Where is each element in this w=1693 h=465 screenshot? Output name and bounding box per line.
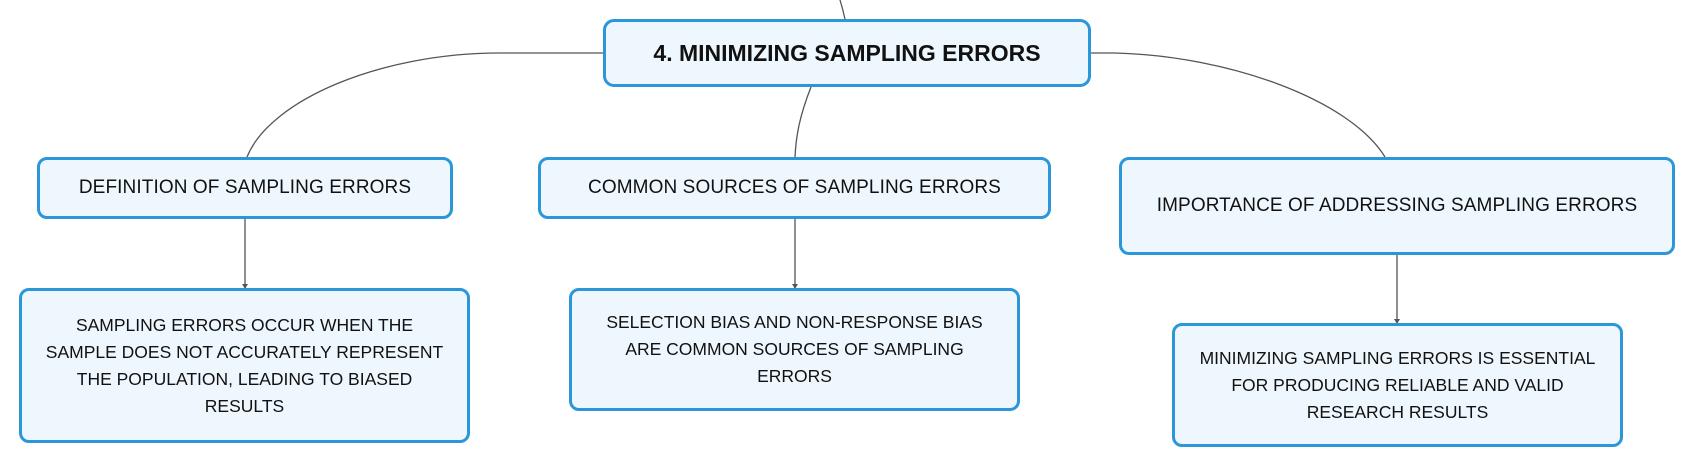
- importance-detail-node[interactable]: MINIMIZING SAMPLING ERRORS IS ESSENTIAL …: [1172, 323, 1623, 447]
- arrowhead-definition-detail: [242, 284, 248, 289]
- importance-detail-text: MINIMIZING SAMPLING ERRORS IS ESSENTIAL …: [1199, 347, 1596, 422]
- definition-detail-node[interactable]: SAMPLING ERRORS OCCUR WHEN THE SAMPLE DO…: [19, 288, 470, 443]
- definition-topic-node[interactable]: DEFINITION OF SAMPLING ERRORS: [37, 157, 453, 219]
- connector-root-to-sources: [794, 86, 812, 158]
- importance-topic-label: IMPORTANCE OF ADDRESSING SAMPLING ERRORS: [1156, 195, 1638, 216]
- definition-detail-text: SAMPLING ERRORS OCCUR WHEN THE SAMPLE DO…: [45, 314, 444, 416]
- connector-parent-to-root: [839, 0, 846, 20]
- importance-topic-node[interactable]: IMPORTANCE OF ADDRESSING SAMPLING ERRORS: [1119, 157, 1675, 255]
- connector-root-to-definition: [246, 52, 603, 158]
- sources-detail-node[interactable]: SELECTION BIAS AND NON-RESPONSE BIAS ARE…: [569, 288, 1020, 411]
- definition-topic-label: DEFINITION OF SAMPLING ERRORS: [78, 177, 412, 198]
- sources-detail-text: SELECTION BIAS AND NON-RESPONSE BIAS ARE…: [606, 312, 983, 386]
- connector-root-to-importance: [1091, 52, 1386, 158]
- arrowhead-importance-detail: [1394, 319, 1400, 324]
- root-topic-label: 4. MINIMIZING SAMPLING ERRORS: [653, 39, 1041, 66]
- arrowhead-sources-detail: [792, 284, 798, 289]
- root-topic-node[interactable]: 4. MINIMIZING SAMPLING ERRORS: [603, 19, 1091, 87]
- sources-topic-node[interactable]: COMMON SOURCES OF SAMPLING ERRORS: [538, 157, 1051, 219]
- sources-topic-label: COMMON SOURCES OF SAMPLING ERRORS: [588, 177, 1001, 198]
